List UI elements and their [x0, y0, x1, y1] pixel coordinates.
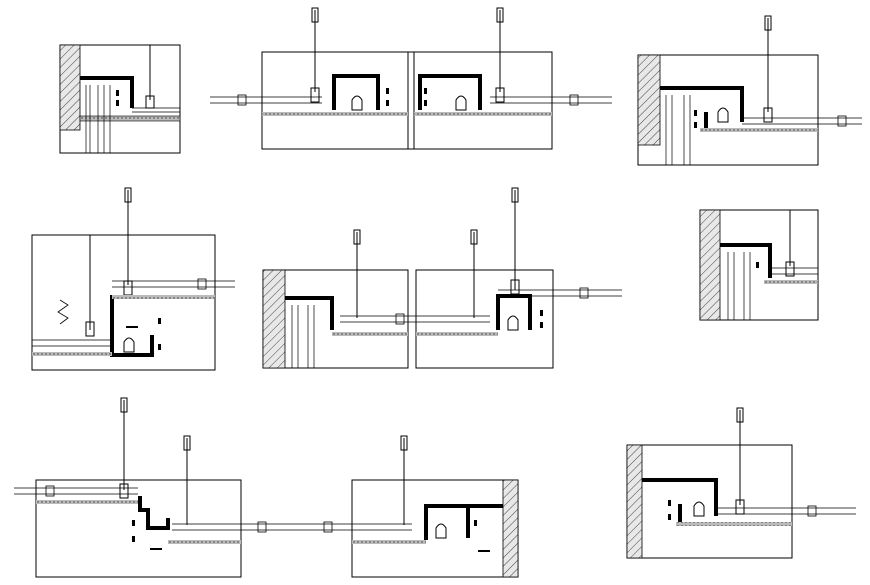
- ceiling-slab: [414, 112, 552, 116]
- cove-box: [138, 496, 170, 530]
- dimension-mark-icon: [756, 262, 759, 268]
- dimension-mark-icon: [424, 88, 427, 94]
- wall-hatch-icon: [59, 44, 81, 131]
- wall-hatch-icon: [626, 444, 643, 559]
- dimension-mark-icon: [132, 536, 135, 542]
- detail-4: [31, 187, 235, 371]
- ceiling-slab: [262, 112, 408, 116]
- panel-frame: [261, 51, 553, 150]
- dimension-mark-icon: [158, 318, 161, 324]
- cove-box: [285, 296, 334, 330]
- ceiling-slab: [79, 115, 181, 122]
- ceiling-slab: [676, 522, 792, 526]
- detail-5: [262, 187, 622, 369]
- detail-8: [626, 407, 856, 559]
- light-fixture-icon: [455, 95, 467, 111]
- dimension-mark-icon: [132, 520, 135, 526]
- light-fixture-icon: [123, 337, 135, 353]
- ceiling-slab: [168, 540, 241, 544]
- cove-box: [332, 74, 380, 110]
- ceiling-slab: [36, 500, 140, 504]
- wall-hatch-icon: [637, 54, 661, 146]
- light-fixture-icon: [351, 95, 363, 111]
- cove-box: [660, 86, 744, 122]
- detail-2: [210, 7, 612, 150]
- vertical-profiles: [85, 85, 111, 153]
- detail-3: [637, 15, 862, 166]
- dimension-mark-icon: [158, 344, 161, 350]
- detail-1: [59, 44, 181, 154]
- wall-hatch-icon: [699, 209, 721, 321]
- dimension-mark-icon: [474, 520, 477, 526]
- dimension-mark-icon: [540, 322, 543, 328]
- light-fixture-icon: [507, 315, 519, 331]
- dimension-mark-icon: [424, 100, 427, 106]
- detail-6: [699, 209, 819, 321]
- panel-frame: [626, 444, 793, 559]
- cove-box: [642, 478, 718, 516]
- panel-frame: [31, 234, 216, 371]
- cove-box: [110, 295, 154, 357]
- ceiling-slab: [112, 295, 215, 299]
- cove-box: [720, 243, 772, 278]
- light-fixture-icon: [717, 107, 729, 123]
- dimension-mark-icon: [668, 514, 671, 520]
- ceiling-slab: [32, 352, 112, 356]
- panel-frame: [415, 269, 554, 369]
- dimension-mark-icon: [668, 500, 671, 506]
- cove-box: [418, 74, 482, 110]
- ceiling-slab: [764, 280, 818, 284]
- panel-frame: [35, 479, 242, 578]
- light-fixture-icon: [435, 523, 447, 539]
- dimension-mark-icon: [386, 100, 389, 106]
- dimension-mark-icon: [694, 110, 697, 116]
- dimension-mark-icon: [694, 122, 697, 128]
- ceiling-slab: [332, 332, 408, 336]
- panel-frame: [637, 54, 819, 166]
- cove-box: [80, 76, 134, 108]
- ceiling-slab: [416, 332, 498, 336]
- dimension-mark-icon: [386, 88, 389, 94]
- ceiling-slab: [700, 128, 818, 132]
- dimension-mark-icon: [116, 100, 119, 106]
- cove-box: [496, 294, 532, 330]
- cove-box: [424, 504, 470, 540]
- wall-hatch-icon: [502, 479, 519, 578]
- detail-7: [14, 397, 519, 578]
- panel-frame: [351, 479, 519, 578]
- light-fixture-icon: [693, 501, 705, 517]
- dimension-mark-icon: [116, 90, 119, 96]
- dimension-mark-icon: [540, 310, 543, 316]
- wall-hatch-icon: [262, 269, 286, 369]
- ceiling-slab: [352, 540, 426, 544]
